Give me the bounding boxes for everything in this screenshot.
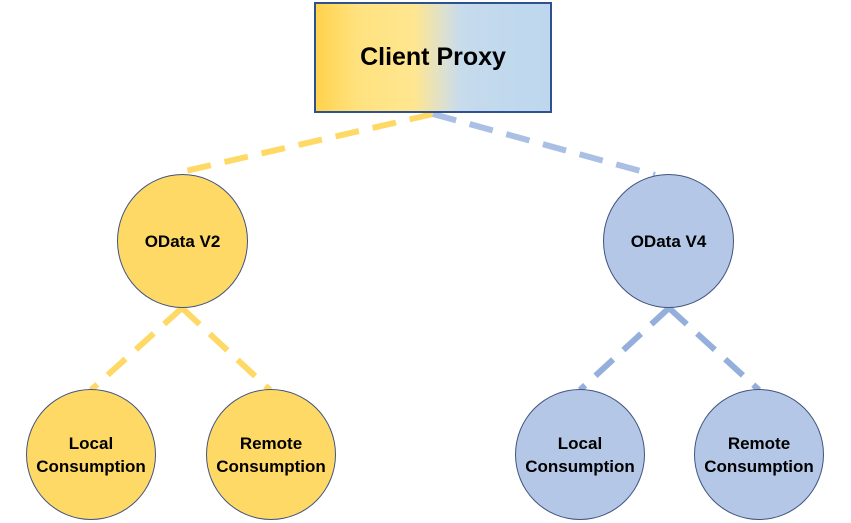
v4-remote-consumption-node: Remote Consumption xyxy=(694,389,824,520)
odata-v2-node: OData V2 xyxy=(117,174,248,308)
client-proxy-label: Client Proxy xyxy=(360,43,506,71)
v2-remote-consumption-node: Remote Consumption xyxy=(206,389,336,520)
link-v4-remote xyxy=(666,305,762,393)
link-root-odata-v4 xyxy=(432,111,656,178)
link-v2-local xyxy=(88,305,185,393)
v4-local-consumption-node: Local Consumption xyxy=(515,389,645,520)
odata-v2-label: OData V2 xyxy=(144,231,221,251)
v2-local-consumption-label: Local Consumption xyxy=(36,433,146,476)
v4-remote-consumption-label: Remote Consumption xyxy=(704,433,814,476)
v2-local-consumption-node: Local Consumption xyxy=(26,389,156,520)
link-v2-remote xyxy=(179,305,273,393)
odata-v4-node: OData V4 xyxy=(603,174,734,308)
odata-v4-label: OData V4 xyxy=(630,231,707,251)
link-v4-local xyxy=(577,305,672,393)
v4-local-consumption-label: Local Consumption xyxy=(525,433,635,476)
client-proxy-node: Client Proxy xyxy=(314,2,552,113)
v2-remote-consumption-label: Remote Consumption xyxy=(216,433,326,476)
link-root-odata-v2 xyxy=(180,111,434,175)
